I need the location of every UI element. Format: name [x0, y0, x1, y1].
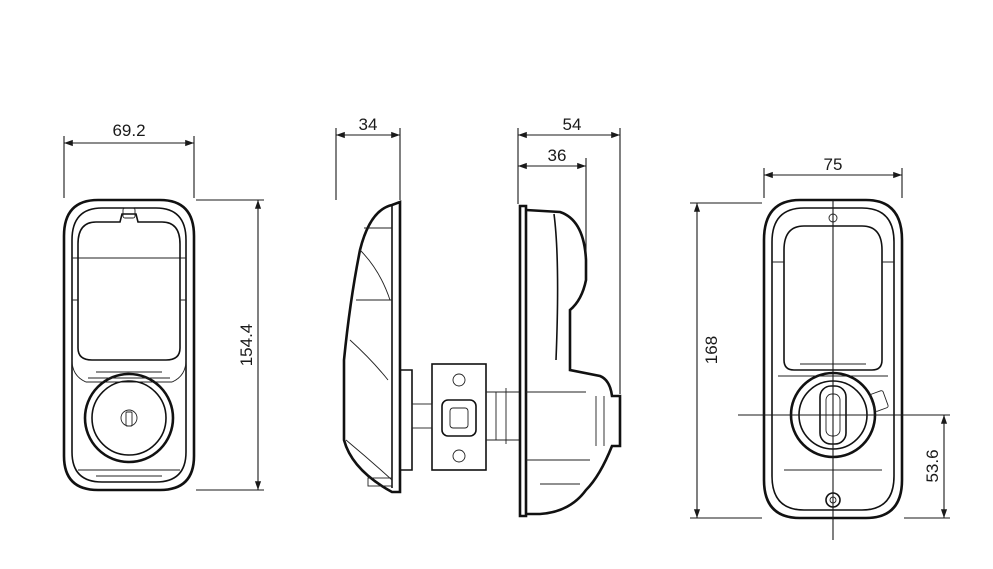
rear-depth-total-label: 54 [563, 115, 582, 134]
front-height-label: 154.4 [237, 324, 256, 367]
dim-rear-depth-total: 54 [517, 115, 621, 394]
front-width-label: 69.2 [112, 121, 145, 140]
inside-width-label: 75 [824, 155, 843, 174]
dim-inside-width: 75 [763, 155, 903, 198]
side-depth-label: 34 [359, 115, 378, 134]
rear-depth-body-label: 36 [548, 146, 567, 165]
inside-height-label: 168 [702, 336, 721, 364]
latch-assembly [411, 363, 520, 471]
dim-inside-knob-height: 53.6 [904, 415, 950, 519]
front-view [62, 198, 196, 492]
dim-side-depth: 34 [335, 115, 401, 200]
inside-center-lines [738, 200, 950, 540]
inside-knob-height-label: 53.6 [923, 449, 942, 482]
dim-inside-height: 168 [690, 202, 762, 519]
dim-front-width: 69.2 [63, 121, 195, 198]
side-view-inside [518, 204, 622, 518]
dim-rear-depth-body: 36 [518, 146, 587, 258]
dim-front-height: 154.4 [196, 199, 264, 491]
side-view-outside [342, 200, 413, 494]
